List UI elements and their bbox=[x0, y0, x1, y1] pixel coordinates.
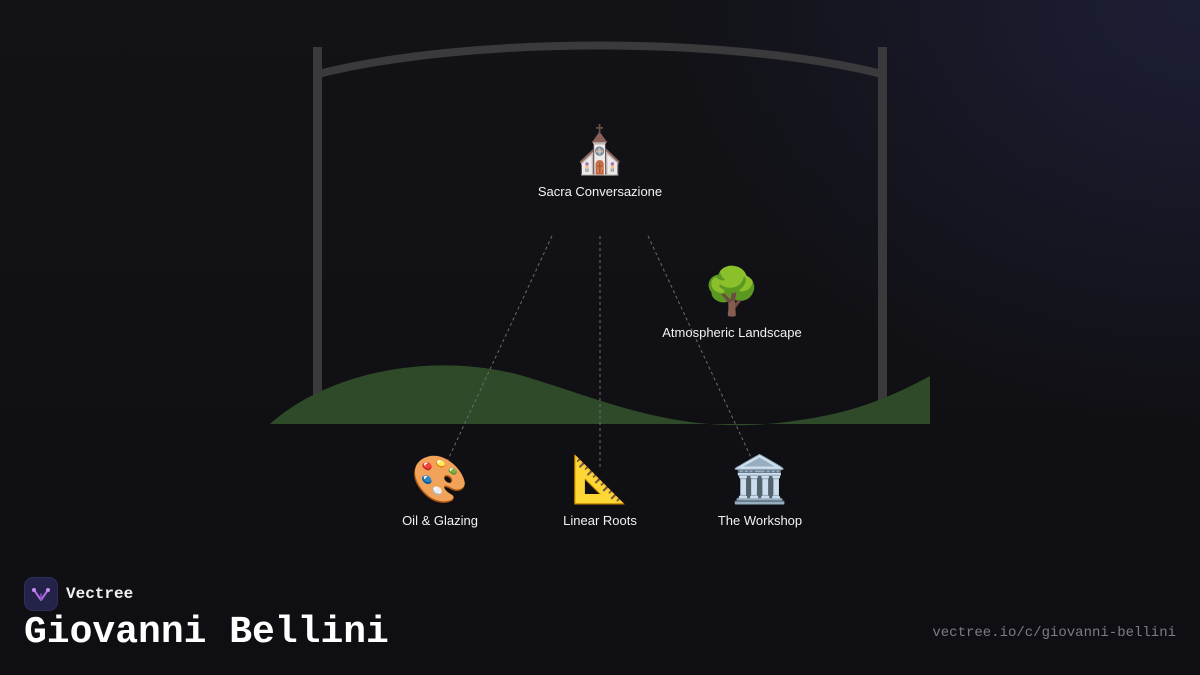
palette-icon: 🎨 bbox=[411, 452, 469, 506]
node-sacra-conversazione[interactable]: ⛪ Sacra Conversazione bbox=[510, 122, 690, 200]
frame-left-pillar bbox=[313, 47, 322, 424]
brand-name: Vectree bbox=[66, 585, 134, 603]
page-url[interactable]: vectree.io/c/giovanni-bellini bbox=[932, 625, 1176, 641]
page-title: Giovanni Bellini bbox=[24, 611, 389, 654]
church-icon: ⛪ bbox=[571, 123, 629, 177]
node-label: Linear Roots bbox=[563, 513, 637, 528]
node-label: Oil & Glazing bbox=[402, 513, 478, 528]
node-label: Sacra Conversazione bbox=[537, 184, 663, 199]
node-linear-roots[interactable]: 📐 Linear Roots bbox=[510, 451, 690, 529]
node-the-workshop[interactable]: 🏛️ The Workshop bbox=[670, 451, 850, 529]
classical-building-icon: 🏛️ bbox=[731, 452, 789, 506]
edge-sacra-workshop bbox=[647, 235, 756, 467]
node-label: The Workshop bbox=[717, 513, 803, 528]
triangular-ruler-icon: 📐 bbox=[571, 452, 629, 506]
frame-arch bbox=[314, 41, 886, 78]
landscape-hill bbox=[270, 365, 930, 426]
node-atmospheric-landscape[interactable]: 🌳 Atmospheric Landscape bbox=[642, 263, 822, 341]
edges-layer bbox=[444, 235, 756, 470]
tree-icon: 🌳 bbox=[703, 264, 761, 318]
vectree-logo-icon bbox=[24, 577, 58, 611]
node-label: Atmospheric Landscape bbox=[662, 325, 802, 340]
edge-sacra-oil bbox=[444, 235, 553, 467]
brand[interactable]: Vectree bbox=[24, 577, 133, 611]
node-oil-and-glazing[interactable]: 🎨 Oil & Glazing bbox=[350, 451, 530, 529]
frame-right-pillar bbox=[878, 47, 887, 424]
